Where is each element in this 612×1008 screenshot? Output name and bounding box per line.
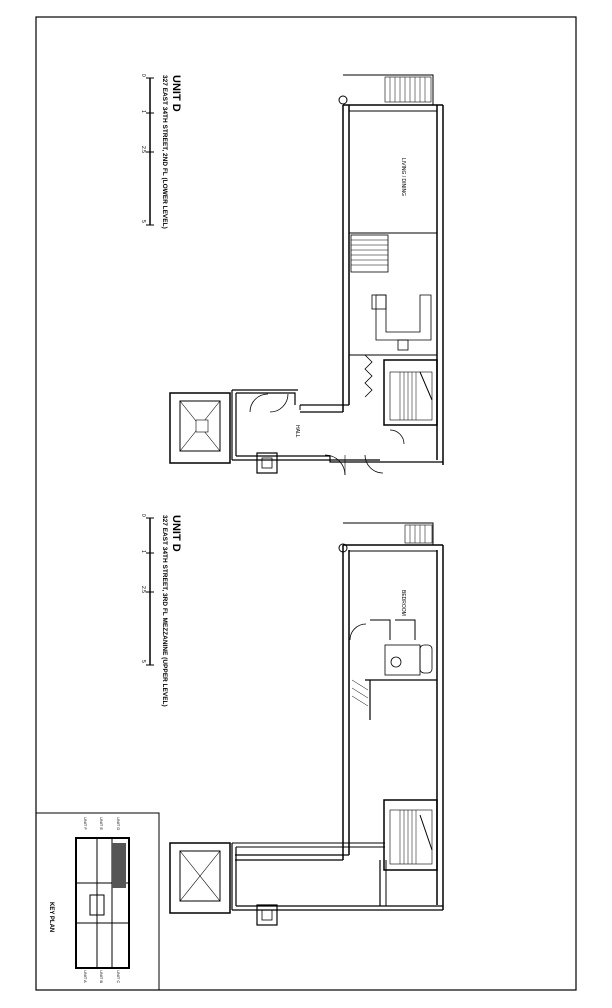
key-plan: KEY PLAN UNIT A UNIT B UNIT C UNIT D UNI… [35, 812, 160, 991]
unit-address: 327 EAST 34TH STREET, 3RD FL MEZZANINE (… [161, 515, 168, 707]
key-plan-label: UNIT F [83, 817, 88, 830]
room-label-bedroom: BEDROOM [400, 590, 406, 616]
key-plan-label: UNIT D [116, 817, 121, 830]
lower-level-plan [169, 74, 444, 476]
room-label-living: LIVING / DINING [400, 158, 406, 196]
scale-bar: 0 1 2.5 5 [140, 514, 154, 666]
unit-address: 327 EAST 34TH STREET, 2ND FL (LOWER LEVE… [161, 75, 168, 229]
key-plan-label: UNIT B [99, 970, 104, 983]
scale-tick: 5 [140, 220, 146, 223]
scale-tick: 0 [140, 514, 146, 517]
key-plan-label: UNIT C [116, 970, 121, 983]
scale-tick: 5 [140, 660, 146, 663]
sheet-border [35, 16, 577, 991]
room-label-hall: HALL [294, 425, 300, 438]
scale-bar: 0 1 2.5 5 [140, 74, 154, 226]
key-plan-label: UNIT E [99, 817, 104, 830]
scale-tick: 2.5 [140, 586, 146, 593]
scale-tick: 1 [140, 110, 146, 113]
scale-tick: 0 [140, 74, 146, 77]
upper-level-plan [169, 522, 444, 926]
unit-title: UNIT D [170, 515, 182, 552]
key-plan-title: KEY PLAN [48, 902, 54, 932]
key-plan-highlight [112, 843, 126, 888]
upper-level-title: UNIT D 327 EAST 34TH STREET, 3RD FL MEZZ… [140, 514, 182, 707]
scale-tick: 1 [140, 550, 146, 553]
scale-tick: 2.5 [140, 146, 146, 153]
lower-level-title: UNIT D 327 EAST 34TH STREET, 2ND FL (LOW… [140, 74, 182, 229]
unit-title: UNIT D [170, 75, 182, 112]
key-plan-label: UNIT A [83, 970, 88, 983]
